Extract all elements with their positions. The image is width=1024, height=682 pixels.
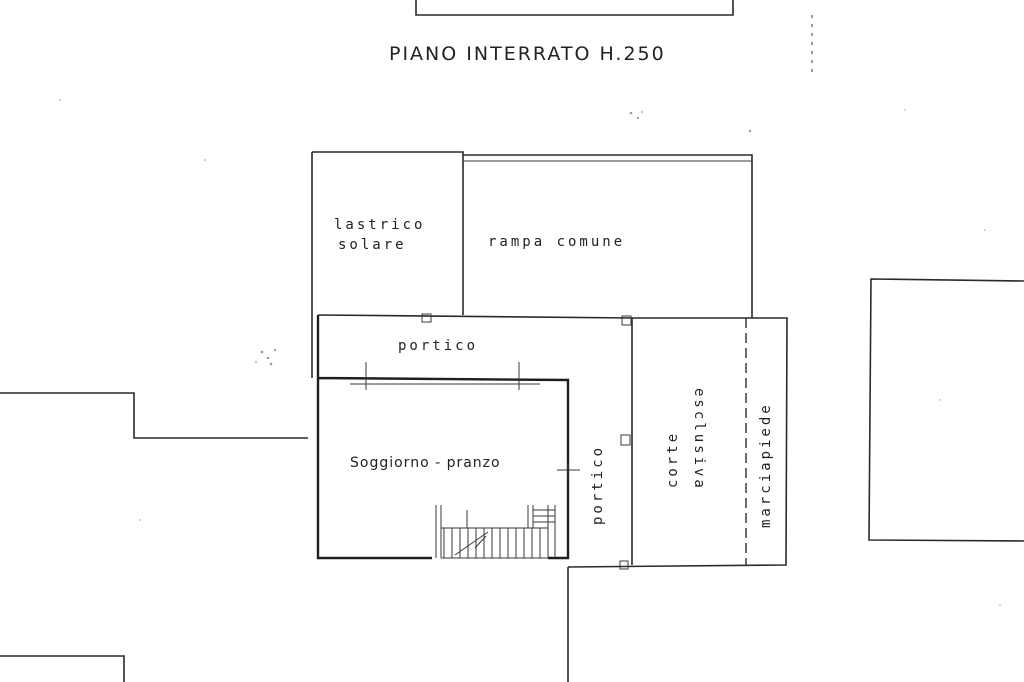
pillar-top-right: [621, 315, 632, 326]
label-esclusiva: esclusiva: [691, 388, 707, 491]
rampa-comune-room: [463, 154, 753, 318]
label-solare: solare: [338, 237, 407, 253]
label-portico-side: portico: [590, 445, 606, 525]
staircase: [435, 505, 556, 559]
label-portico-top: portico: [398, 338, 478, 354]
upper-building-outline: [415, 0, 734, 16]
bottom-left-building-outline: [0, 655, 125, 682]
label-lastrico: lastrico: [334, 217, 425, 233]
label-rampa-comune: rampa comune: [488, 234, 625, 250]
pillar-side: [620, 434, 631, 446]
label-soggiorno-pranzo: Soggiorno - pranzo: [350, 455, 501, 471]
corte-esclusiva-area: [567, 317, 788, 568]
pillar-top-left: [421, 313, 432, 323]
label-marciapiede: marciapiede: [758, 402, 774, 528]
scan-specks: [59, 99, 1001, 606]
plan-title: PIANO INTERRATO H.250: [389, 43, 666, 65]
right-building-outline: [868, 278, 1024, 542]
label-corte: corte: [665, 431, 681, 488]
lastrico-solare-room: [311, 151, 464, 378]
pillar-bottom: [619, 560, 629, 570]
left-building-outline: [0, 392, 308, 439]
